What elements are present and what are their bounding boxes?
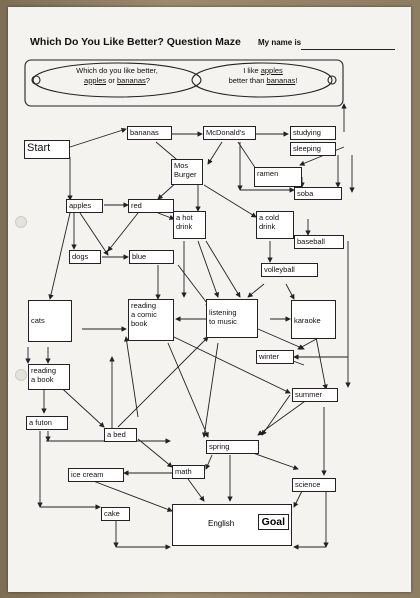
name-label: My name is — [258, 38, 302, 47]
node-red[interactable]: red — [128, 199, 174, 213]
node-baseball[interactable]: baseball — [294, 235, 344, 249]
node-science[interactable]: science — [292, 478, 336, 492]
node-cold-drink[interactable]: a cold drink — [256, 211, 294, 239]
node-futon[interactable]: a futon — [26, 416, 68, 430]
goal-english-label: English — [208, 519, 235, 528]
answer-better-than: better than — [228, 76, 267, 85]
node-blue[interactable]: blue — [129, 250, 174, 264]
node-ramen[interactable]: ramen — [254, 167, 302, 187]
node-winter[interactable]: winter — [256, 350, 294, 364]
goal-label: Goal — [257, 514, 289, 530]
node-cats[interactable]: cats — [28, 300, 72, 342]
node-hot-drink[interactable]: a hot drink — [173, 211, 206, 239]
node-bed[interactable]: a bed — [104, 428, 137, 442]
node-math[interactable]: math — [172, 465, 205, 479]
question-mark: ? — [145, 76, 150, 85]
answer-word-apples: apples — [260, 66, 283, 75]
name-line[interactable] — [301, 49, 395, 50]
goal-box[interactable]: English Goal — [172, 504, 292, 546]
node-apples[interactable]: apples — [66, 199, 103, 213]
answer-word-bananas: bananas — [266, 76, 296, 85]
node-sleeping[interactable]: sleeping — [290, 142, 336, 156]
node-mcdonalds[interactable]: McDonald's — [203, 126, 256, 140]
start-box[interactable]: Start — [24, 140, 70, 159]
node-karaoke[interactable]: karaoke — [291, 300, 336, 339]
worksheet: Which Do You Like Better? Question Maze … — [8, 7, 411, 592]
question-word-bananas: bananas — [117, 76, 146, 85]
page-title: Which Do You Like Better? Question Maze — [30, 36, 241, 48]
node-studying[interactable]: studying — [290, 126, 336, 140]
node-listening-music[interactable]: listening to music — [206, 299, 258, 338]
node-spring[interactable]: spring — [206, 440, 259, 454]
node-reading-book[interactable]: reading a book — [28, 364, 70, 390]
node-mos-burger[interactable]: Mos Burger — [171, 159, 203, 185]
node-summer[interactable]: summer — [292, 388, 338, 402]
bubble-question: Which do you like better, apples or bana… — [54, 66, 180, 86]
speech-bubble-frame — [24, 59, 344, 107]
node-ice-cream[interactable]: ice cream — [68, 468, 124, 482]
punch-hole-bottom — [15, 369, 27, 381]
node-cake[interactable]: cake — [101, 507, 130, 521]
answer-prefix: I like — [243, 66, 261, 75]
punch-hole-top — [15, 216, 27, 228]
answer-exclamation: ! — [295, 76, 298, 85]
question-line: Which do you like better, — [76, 66, 158, 75]
node-soba[interactable]: soba — [294, 187, 342, 200]
question-word-apples: apples — [84, 76, 107, 85]
node-volleyball[interactable]: volleyball — [261, 263, 318, 277]
bubble-answer: I like apples better than bananas! — [204, 66, 322, 86]
node-comic-book[interactable]: reading a comic book — [128, 299, 174, 341]
node-dogs[interactable]: dogs — [69, 250, 101, 264]
question-or: or — [106, 76, 117, 85]
node-bananas[interactable]: bananas — [127, 126, 172, 140]
